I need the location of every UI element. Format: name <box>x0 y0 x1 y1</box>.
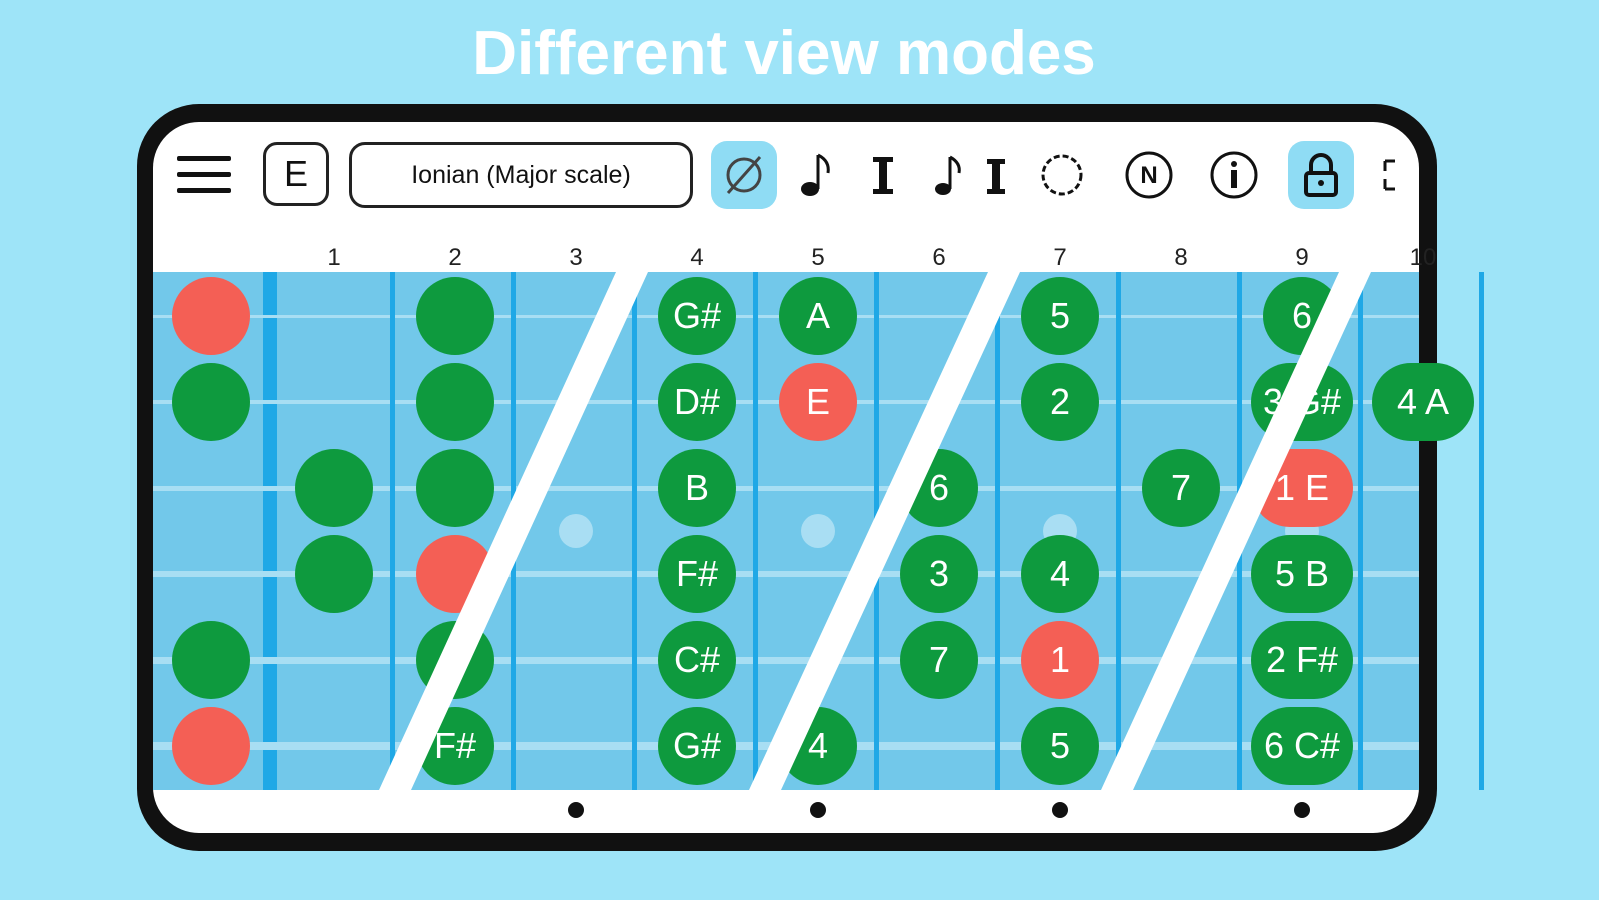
hamburger-menu-icon[interactable] <box>177 156 233 196</box>
fret-number: 2 <box>448 244 462 271</box>
key-selector-button[interactable]: E <box>263 142 329 206</box>
scale-note-marker[interactable]: 2 <box>1021 363 1099 441</box>
intervals-icon[interactable] <box>850 141 916 209</box>
scale-note-marker[interactable]: G# <box>658 707 736 785</box>
scale-note-marker[interactable] <box>172 621 250 699</box>
fret-number: 5 <box>811 244 825 271</box>
circle-icon[interactable] <box>1029 141 1095 209</box>
fret-wire <box>1479 272 1484 790</box>
scale-note-marker[interactable]: C# <box>658 621 736 699</box>
fret-wire <box>753 272 758 790</box>
fret-number: 4 <box>690 244 704 271</box>
fret-number: 6 <box>932 244 946 271</box>
fret-number: 1 <box>327 244 341 271</box>
root-note-marker[interactable] <box>172 277 250 355</box>
scale-note-marker[interactable]: 4 A <box>1372 363 1474 441</box>
scale-note-marker[interactable] <box>416 449 494 527</box>
fret-wire <box>1116 272 1121 790</box>
position-marker-dot <box>1052 802 1068 818</box>
scale-note-marker[interactable] <box>172 363 250 441</box>
scale-note-marker[interactable]: 4 <box>1021 535 1099 613</box>
scale-note-marker[interactable]: B <box>658 449 736 527</box>
fret-wire <box>390 272 395 790</box>
fret-number: 7 <box>1053 244 1067 271</box>
scale-note-marker[interactable] <box>295 535 373 613</box>
position-marker-dot <box>1294 802 1310 818</box>
root-note-marker[interactable]: 1 <box>1021 621 1099 699</box>
fullscreen-icon[interactable] <box>1375 141 1419 209</box>
scale-note-marker[interactable]: A <box>779 277 857 355</box>
string-line <box>153 656 1419 664</box>
fret-number: 9 <box>1295 244 1309 271</box>
fret-number: 10 <box>1409 244 1437 271</box>
fretboard[interactable]: F#G#D#BF#C#G#AE463752415763 G#1 E5 B2 F#… <box>153 272 1484 790</box>
scale-note-marker[interactable] <box>295 449 373 527</box>
position-marker-dot <box>810 802 826 818</box>
headline: Different view modes <box>472 19 1096 88</box>
no-labels-icon[interactable] <box>711 141 777 209</box>
lock-icon[interactable] <box>1288 141 1354 209</box>
scale-note-marker[interactable]: 7 <box>900 621 978 699</box>
scale-note-marker[interactable]: D# <box>658 363 736 441</box>
scale-note-marker[interactable] <box>416 277 494 355</box>
scale-note-marker[interactable]: 7 <box>1142 449 1220 527</box>
string-line <box>153 571 1419 577</box>
root-note-marker[interactable] <box>172 707 250 785</box>
fret-wire <box>632 272 637 790</box>
scale-note-marker[interactable]: 3 <box>900 535 978 613</box>
fret-inlay-dot <box>801 514 835 548</box>
scale-note-marker[interactable]: F# <box>658 535 736 613</box>
scale-selector[interactable]: Ionian (Major scale) <box>349 142 693 208</box>
view-mode-dividers <box>379 272 1371 790</box>
fret-wire <box>1358 272 1363 790</box>
string-line <box>153 485 1419 491</box>
scale-note-marker[interactable]: 5 B <box>1251 535 1353 613</box>
fret-wire <box>995 272 1000 790</box>
scale-note-marker[interactable]: 5 <box>1021 707 1099 785</box>
fret-inlay-dot <box>559 514 593 548</box>
scale-note-marker[interactable]: 6 C# <box>1251 707 1353 785</box>
notes-and-intervals-icon[interactable] <box>929 141 1015 209</box>
scale-note-marker[interactable]: G# <box>658 277 736 355</box>
scale-note-marker[interactable]: 5 <box>1021 277 1099 355</box>
position-marker-dot <box>568 802 584 818</box>
fret-number: 8 <box>1174 244 1188 271</box>
n-circle-icon[interactable]: N <box>1116 141 1182 209</box>
scale-note-marker[interactable] <box>416 363 494 441</box>
info-icon[interactable] <box>1201 141 1267 209</box>
note-names-icon[interactable] <box>783 141 849 209</box>
svg-text:N: N <box>1140 162 1157 189</box>
fret-number: 3 <box>569 244 583 271</box>
scale-note-marker[interactable]: 2 F# <box>1251 621 1353 699</box>
root-note-marker[interactable]: E <box>779 363 857 441</box>
